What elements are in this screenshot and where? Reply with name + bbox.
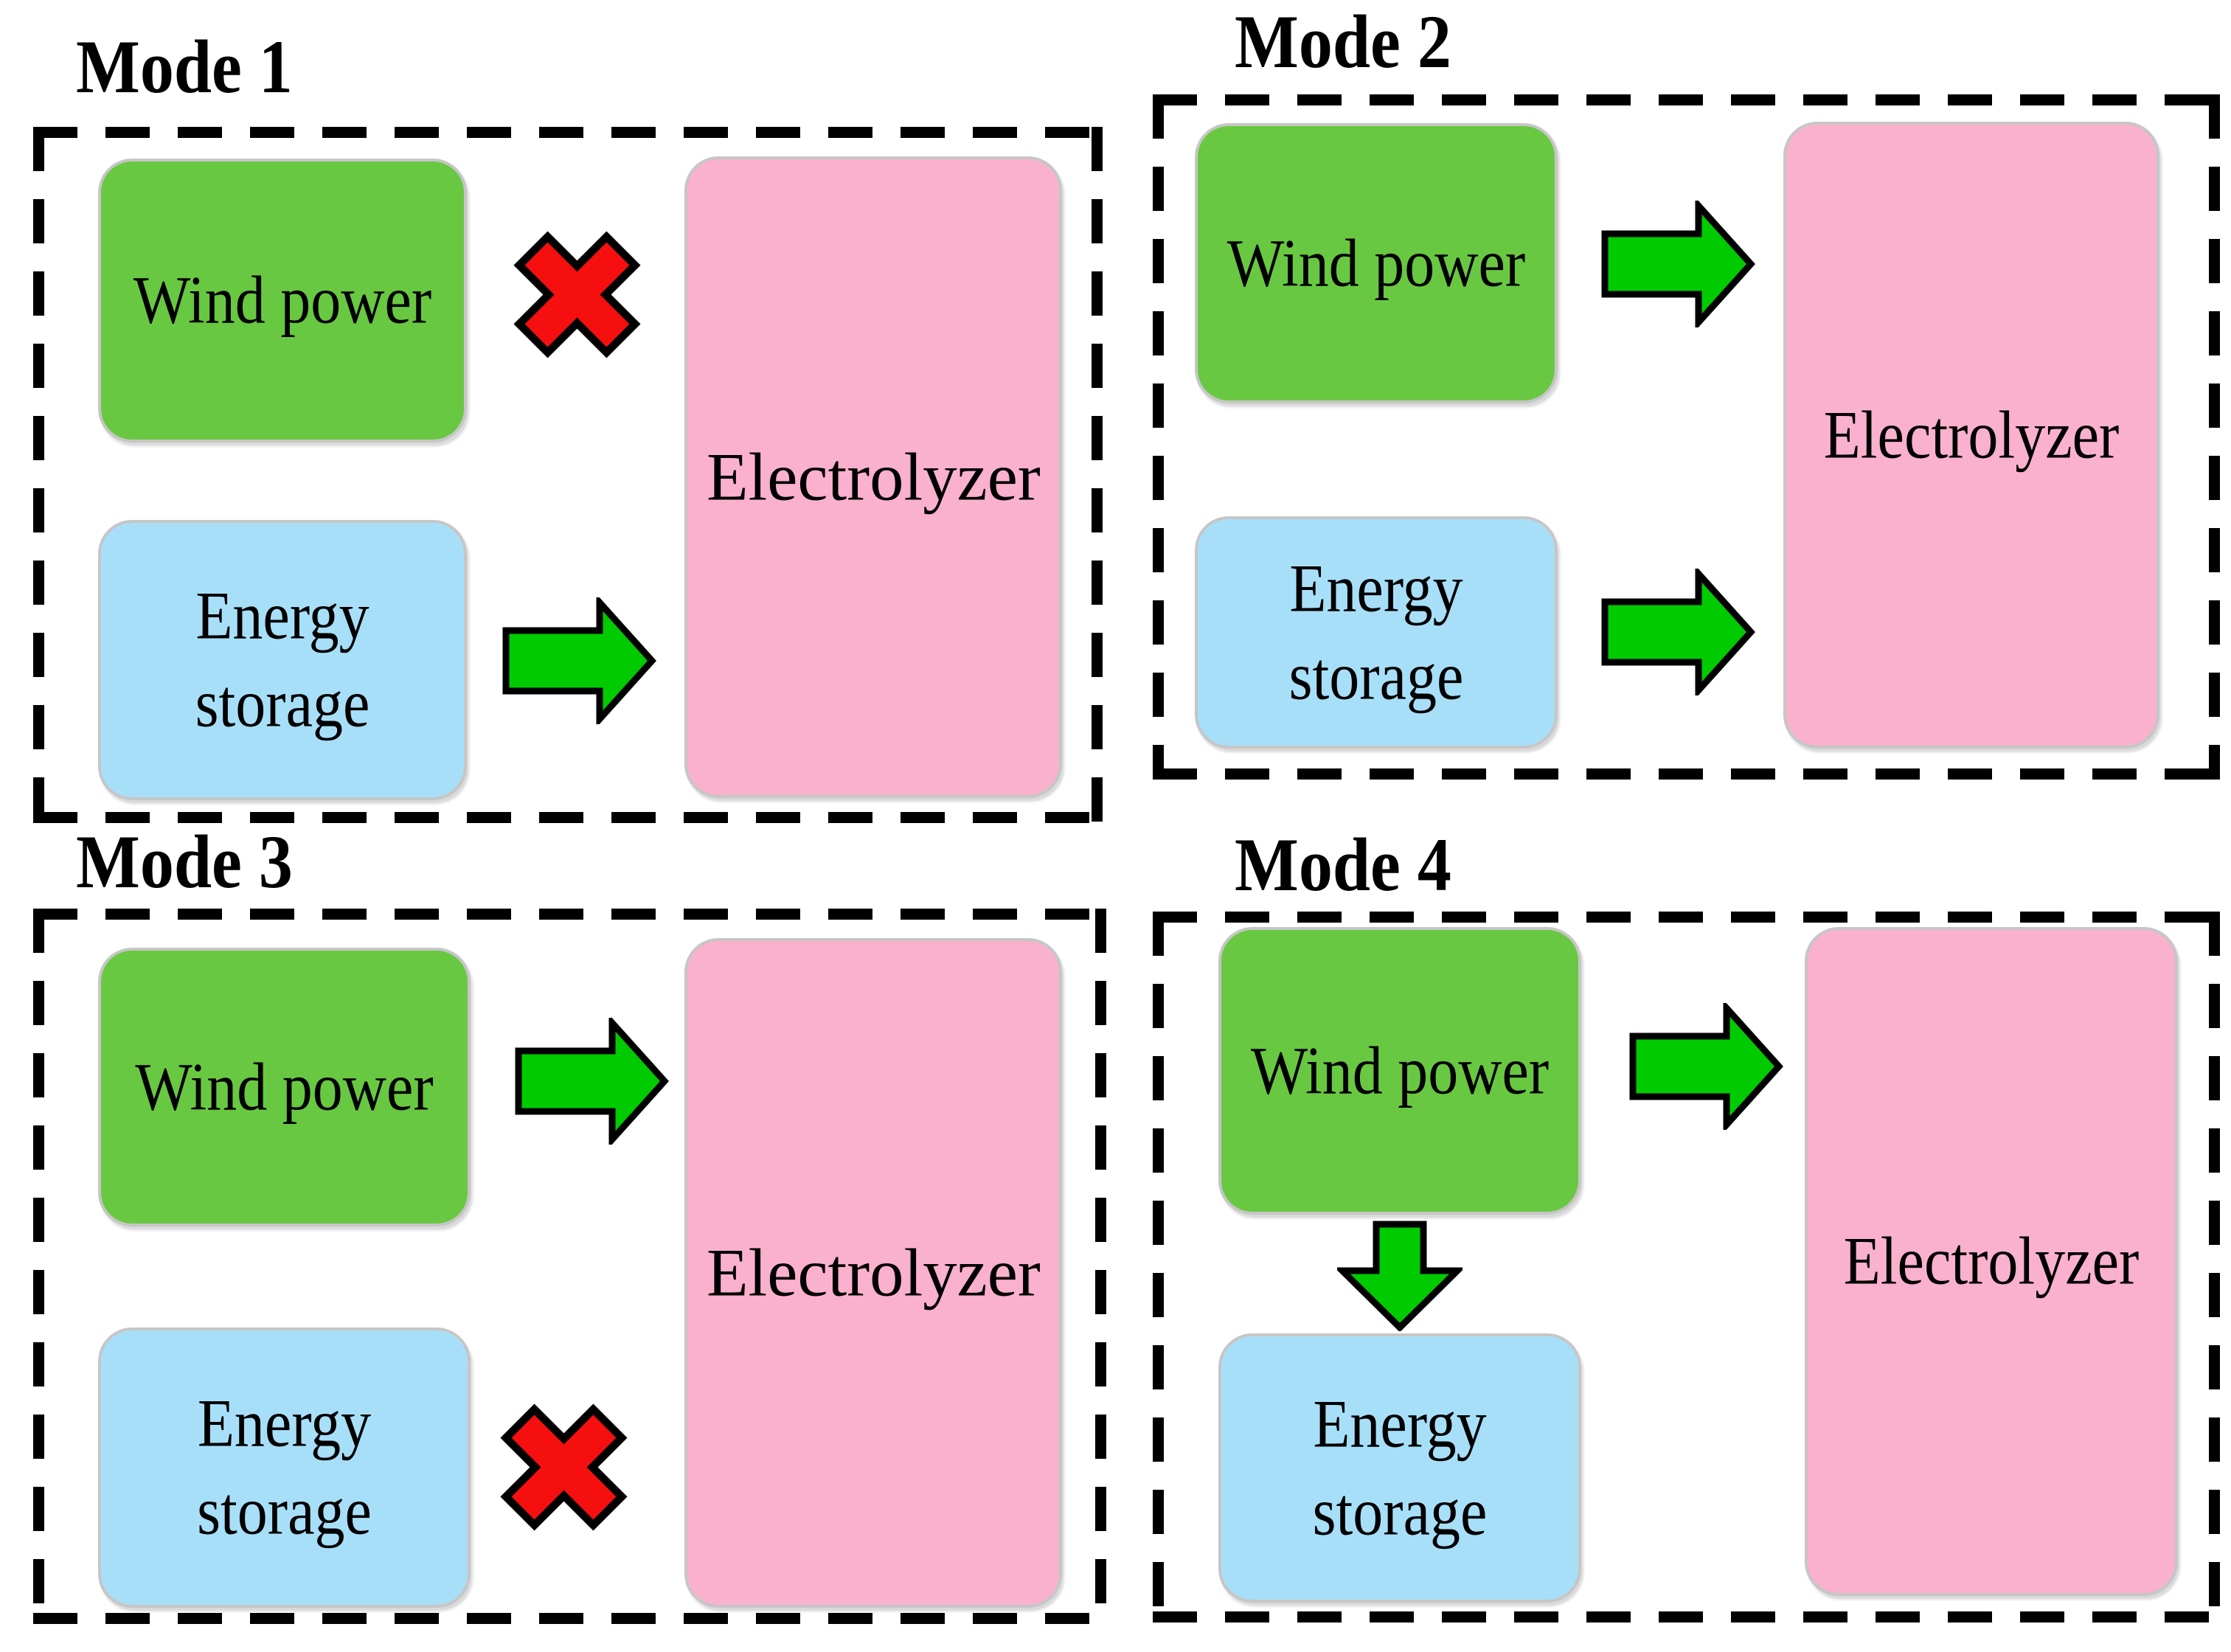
- mode-2-title: Mode 2: [1235, 0, 1451, 84]
- mode-2-border-right: [2209, 94, 2220, 780]
- mode-3-energy-storage-box: Energy storage: [98, 1328, 471, 1608]
- mode-1-wind-power-label: Wind power: [133, 261, 432, 338]
- mode-1-border-top: [33, 127, 1103, 138]
- mode-4-border-bottom: [1153, 1611, 2220, 1622]
- green-arrow-right-icon: [1601, 201, 1755, 327]
- mode-4-electrolyzer-label: Electrolyzer: [1843, 1222, 2140, 1299]
- green-arrow-right-icon: [1629, 1003, 1783, 1130]
- mode-3-electrolyzer-box: Electrolyzer: [684, 938, 1062, 1608]
- mode-4-energy-storage-box: Energy storage: [1218, 1333, 1581, 1603]
- mode-4-border-left: [1153, 912, 1164, 1622]
- mode-2-energy-storage-label: Energy storage: [1288, 549, 1464, 714]
- mode-3-wind-power-box: Wind power: [98, 948, 471, 1226]
- mode-3-title: Mode 3: [76, 819, 293, 904]
- mode-1-energy-storage-box: Energy storage: [98, 520, 467, 800]
- mode-3-border-right: [1095, 909, 1106, 1624]
- red-x-icon: [500, 1403, 628, 1531]
- mode-4-wind-power-box: Wind power: [1218, 927, 1581, 1215]
- mode-2-electrolyzer-label: Electrolyzer: [1823, 396, 2120, 473]
- mode-1-electrolyzer-box: Electrolyzer: [684, 156, 1062, 798]
- mode-2-electrolyzer-box: Electrolyzer: [1783, 122, 2159, 749]
- mode-3-electrolyzer-label: Electrolyzer: [706, 1234, 1041, 1311]
- mode-1-electrolyzer-label: Electrolyzer: [706, 438, 1041, 515]
- mode-3-panel: [33, 909, 1106, 1624]
- mode-4-energy-storage-label: Energy storage: [1312, 1385, 1488, 1549]
- green-arrow-right-icon: [502, 597, 656, 724]
- red-x-icon: [513, 231, 641, 358]
- mode-1-panel: [33, 127, 1103, 823]
- green-arrow-right-icon: [515, 1018, 669, 1145]
- mode-3-energy-storage-label: Energy storage: [197, 1385, 372, 1549]
- mode-2-border-top: [1153, 94, 2220, 105]
- mode-1-energy-storage-label: Energy storage: [195, 577, 370, 741]
- mode-4-border-right: [2209, 912, 2220, 1622]
- mode-4-panel: [1153, 912, 2220, 1622]
- mode-1-border-right: [1092, 127, 1103, 823]
- mode-2-wind-power-box: Wind power: [1195, 123, 1558, 403]
- green-arrow-right-icon: [1601, 569, 1755, 695]
- mode-3-border-top: [33, 909, 1106, 920]
- mode-2-energy-storage-box: Energy storage: [1195, 516, 1558, 749]
- mode-3-wind-power-label: Wind power: [135, 1048, 434, 1125]
- mode-4-wind-power-label: Wind power: [1250, 1032, 1550, 1108]
- mode-4-title: Mode 4: [1235, 822, 1451, 907]
- mode-2-border-bottom: [1153, 768, 2220, 780]
- mode-1-title: Mode 1: [76, 24, 293, 109]
- mode-4-electrolyzer-box: Electrolyzer: [1805, 927, 2178, 1596]
- mode-3-border-left: [33, 909, 44, 1624]
- mode-1-border-left: [33, 127, 44, 823]
- mode-1-wind-power-box: Wind power: [98, 159, 467, 442]
- mode-2-border-left: [1153, 94, 1164, 780]
- mode-2-panel: [1153, 94, 2220, 780]
- mode-4-border-top: [1153, 912, 2220, 923]
- mode-2-wind-power-label: Wind power: [1226, 224, 1526, 301]
- mode-3-border-bottom: [33, 1613, 1106, 1624]
- green-arrow-down-icon: [1337, 1221, 1463, 1331]
- mode-1-border-bottom: [33, 812, 1103, 823]
